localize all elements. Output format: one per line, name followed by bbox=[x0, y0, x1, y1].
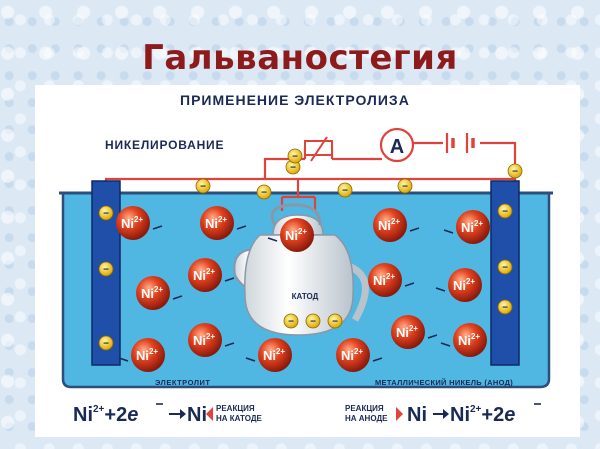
electron-icon: − bbox=[497, 299, 513, 315]
electron-icon: − bbox=[283, 313, 299, 329]
electron-icon: − bbox=[98, 205, 114, 221]
svg-text:−: − bbox=[502, 263, 508, 274]
svg-text:−: − bbox=[332, 317, 338, 328]
svg-text:−: − bbox=[261, 188, 267, 199]
electrolysis-poster: ПРИМЕНЕНИЕ ЭЛЕКТРОЛИЗА НИКЕЛИРОВАНИЕ bbox=[35, 85, 580, 437]
svg-text:Ni2+: Ni2+ bbox=[193, 267, 215, 283]
svg-text:Ni2+: Ni2+ bbox=[136, 347, 158, 363]
nickel-ion-icon: Ni2+ bbox=[267, 218, 314, 252]
electron-icon: − bbox=[98, 261, 114, 277]
svg-text:РЕАКЦИЯ: РЕАКЦИЯ bbox=[216, 404, 255, 413]
svg-text:−: − bbox=[288, 317, 294, 328]
svg-text:Ni2++2e: Ni2++2e bbox=[450, 404, 515, 426]
electron-icon: − bbox=[98, 335, 114, 351]
svg-text:НА КАТОДЕ: НА КАТОДЕ bbox=[216, 414, 263, 423]
nickel-ion-icon: Ni2+ bbox=[391, 315, 438, 349]
poster-subheading: НИКЕЛИРОВАНИЕ bbox=[105, 138, 224, 152]
svg-text:Ni2++2e: Ni2++2e bbox=[73, 404, 138, 426]
electrons: −−−−−−−−−−−−−−−− bbox=[98, 148, 523, 351]
nickel-ion-icon: Ni2+ bbox=[136, 276, 183, 310]
electrolyte-label: ЭЛЕКТРОЛИТ bbox=[155, 378, 210, 387]
svg-text:Ni2+: Ni2+ bbox=[285, 227, 307, 243]
electron-icon: − bbox=[337, 182, 353, 198]
nickel-ion-icon: Ni2+ bbox=[200, 206, 247, 240]
electron-icon: − bbox=[195, 178, 211, 194]
nickel-ion-icon: Ni2+ bbox=[116, 206, 163, 240]
nickel-ion-icon: Ni2+ bbox=[336, 338, 383, 372]
svg-text:Ni2+: Ni2+ bbox=[263, 347, 285, 363]
svg-text:A: A bbox=[390, 136, 404, 158]
battery-icon bbox=[445, 133, 475, 153]
svg-text:Ni2+: Ni2+ bbox=[373, 272, 395, 288]
svg-text:−: − bbox=[502, 207, 508, 218]
electron-icon: − bbox=[497, 203, 513, 219]
svg-text:−: − bbox=[290, 163, 296, 174]
svg-text:Ni2+: Ni2+ bbox=[205, 215, 227, 231]
svg-text:−: − bbox=[402, 182, 408, 193]
poster-heading: ПРИМЕНЕНИЕ ЭЛЕКТРОЛИЗА bbox=[180, 92, 410, 108]
electron-icon: − bbox=[507, 163, 523, 179]
cathode-equation: Ni2++2e Ni РЕАКЦИЯ НА КАТОДЕ bbox=[73, 403, 263, 426]
svg-text:−: − bbox=[512, 167, 518, 178]
svg-text:Ni2+: Ni2+ bbox=[121, 215, 143, 231]
cathode-label: КАТОД bbox=[292, 292, 319, 301]
nickel-plating-diagram: ПРИМЕНЕНИЕ ЭЛЕКТРОЛИЗА НИКЕЛИРОВАНИЕ bbox=[59, 92, 553, 426]
ammeter-icon: A bbox=[379, 127, 415, 163]
svg-text:Ni2+: Ni2+ bbox=[193, 332, 215, 348]
nickel-ion-icon: Ni2+ bbox=[245, 338, 292, 372]
svg-text:−: − bbox=[103, 209, 109, 220]
nickel-ion-icon: Ni2+ bbox=[443, 210, 490, 244]
svg-text:−: − bbox=[200, 182, 206, 193]
svg-text:РЕАКЦИЯ: РЕАКЦИЯ bbox=[345, 404, 384, 413]
svg-text:−: − bbox=[310, 317, 316, 328]
svg-text:Ni2+: Ni2+ bbox=[141, 285, 163, 301]
electron-icon: − bbox=[327, 313, 343, 329]
svg-text:−: − bbox=[292, 152, 298, 163]
svg-text:Ni2+: Ni2+ bbox=[341, 347, 363, 363]
svg-text:−: − bbox=[342, 186, 348, 197]
svg-text:−: − bbox=[103, 339, 109, 350]
nickel-ions: Ni2+ Ni2+ Ni2+ Ni2+ Ni2+ Ni2+ Ni2+ Ni2+ Ni2+ Ni2+… bbox=[116, 206, 490, 372]
svg-text:−: − bbox=[103, 265, 109, 276]
svg-text:Ni: Ni bbox=[407, 404, 427, 426]
nickel-ion-icon: Ni2+ bbox=[188, 323, 235, 357]
nickel-ion-icon: Ni2+ bbox=[368, 263, 415, 297]
electron-icon: − bbox=[305, 313, 321, 329]
resistor-icon bbox=[304, 136, 333, 162]
anode-label: МЕТАЛЛИЧЕСКИЙ НИКЕЛЬ (АНОД) bbox=[375, 378, 513, 387]
electron-icon: − bbox=[397, 178, 413, 194]
anode-equation: РЕАКЦИЯ НА АНОДЕ Ni Ni2++2e bbox=[345, 403, 541, 426]
nickel-ion-icon: Ni2+ bbox=[373, 208, 420, 242]
page-title: Гальваностегия bbox=[142, 38, 458, 78]
nickel-ion-icon: Ni2+ bbox=[435, 268, 482, 302]
svg-text:Ni2+: Ni2+ bbox=[458, 332, 480, 348]
electron-icon: − bbox=[287, 148, 303, 164]
electron-icon: − bbox=[256, 184, 272, 200]
svg-text:Ni2+: Ni2+ bbox=[378, 217, 400, 233]
svg-text:НА АНОДЕ: НА АНОДЕ bbox=[345, 414, 388, 423]
svg-text:Ni2+: Ni2+ bbox=[453, 277, 475, 293]
cathode-product: Ni bbox=[187, 404, 207, 426]
electron-icon: − bbox=[285, 159, 301, 175]
svg-text:Ni2+: Ni2+ bbox=[396, 324, 418, 340]
svg-text:Ni2+: Ni2+ bbox=[461, 219, 483, 235]
nickel-ion-icon: Ni2+ bbox=[440, 323, 487, 357]
nickel-ion-icon: Ni2+ bbox=[118, 338, 165, 372]
nickel-ion-icon: Ni2+ bbox=[188, 258, 235, 292]
svg-text:−: − bbox=[502, 303, 508, 314]
electron-icon: − bbox=[497, 259, 513, 275]
